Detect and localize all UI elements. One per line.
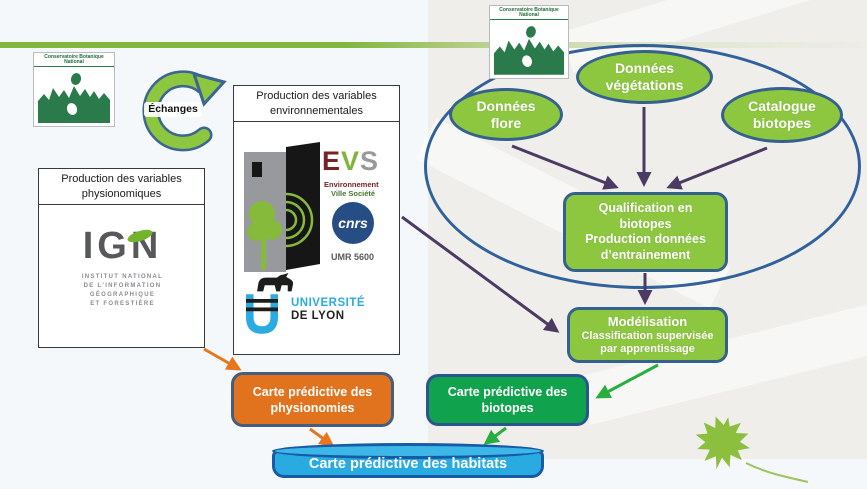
habitats-label: Carte prédictive des habitats (308, 456, 508, 472)
ign-logo: IGN INSTITUT NATIONAL DE L'INFORMATION G… (39, 227, 206, 309)
physionomies-line2: physionomies (270, 400, 355, 415)
qualification-line4: d’entrainement (600, 247, 691, 262)
catalogue-line2: biotopes (752, 115, 812, 131)
lyon-emblem-icon (246, 294, 278, 334)
qualification-line2: biotopes (619, 216, 672, 231)
ellipse-donnees-vegetations: Données végétations (576, 50, 713, 104)
evs-letter-s: S (360, 146, 380, 176)
qualification-box: Qualification en biotopes Production don… (563, 192, 728, 272)
accent-bar (0, 42, 867, 48)
data-sources-ellipse (424, 44, 861, 289)
physionomies-line1: Carte prédictive des (252, 384, 373, 399)
env-body-box: EVS Environnement Ville Société cnrs UMR… (233, 121, 400, 355)
carte-habitats-cylinder-top (272, 443, 544, 459)
lion-icon (257, 273, 294, 292)
evs-letter-v: V (341, 146, 361, 176)
flore-line2: flore (490, 114, 522, 131)
evs-letter-e: E (322, 146, 342, 176)
trees-icon (38, 73, 110, 123)
physio-body-box: IGN INSTITUT NATIONAL DE L'INFORMATION G… (38, 204, 205, 348)
ign-sub-line4: ET FORESTIÈRE (90, 301, 155, 307)
carte-physionomies-box: Carte prédictive des physionomies (231, 372, 394, 427)
modelisation-line1: Classification supervisée (581, 329, 714, 342)
env-header-box: Production des variables environnemental… (233, 85, 400, 122)
env-header-line2: environnementales (270, 105, 363, 117)
qualification-line3: Production données (585, 232, 706, 246)
exchange-label: Échanges (144, 102, 202, 117)
catalogue-line1: Catalogue (748, 98, 816, 114)
trees-icon (493, 26, 565, 75)
evs-sub1: Environnement (324, 180, 379, 189)
modelisation-box: Modélisation Classification supervisée p… (567, 307, 728, 363)
cbn-logo: Conservatoire Botanique National (489, 5, 569, 79)
lyon-line2: DE LYON (291, 310, 345, 322)
evs-sub2: Ville Société (331, 189, 376, 198)
cnrs-text: cnrs (338, 214, 368, 231)
modelisation-title: Modélisation (607, 313, 688, 329)
evs-wordmark: EVS (322, 148, 379, 175)
cbn-logo-title: Conservatoire Botanique National (490, 6, 568, 20)
cnrs-logo: cnrs (332, 202, 374, 244)
evs-block-icon (244, 142, 320, 272)
arrow-physionomies-to-habitats (309, 427, 335, 447)
lyon-line1: UNIVERSITÉ (291, 297, 366, 309)
leaf-icon (695, 416, 809, 483)
vegetations-line2: végétations (605, 77, 684, 93)
flore-line1: Données (476, 97, 536, 114)
modelisation-line2: par apprentissage (600, 343, 695, 355)
umr-label: UMR 5600 (331, 252, 375, 262)
cbn-logo-title: Conservatoire Botanique National (34, 53, 114, 67)
biotopes-line1: Carte prédictive des (447, 385, 568, 399)
carte-biotopes-box: Carte prédictive des biotopes (426, 374, 589, 426)
biotopes-line2: biotopes (481, 401, 534, 415)
ign-sub-line2: DE L'INFORMATION (83, 283, 162, 289)
ign-sub-line1: INSTITUT NATIONAL (81, 274, 164, 280)
qualification-line1: Qualification en (598, 201, 693, 215)
env-header-line1: Production des variables (256, 90, 377, 102)
cbn-logo: Conservatoire Botanique National (33, 52, 115, 127)
physio-header-box: Production des variables physionomiques (38, 168, 205, 205)
physio-header-line1: Production des variables (61, 173, 182, 185)
ellipse-donnees-flore: Données flore (449, 88, 563, 141)
ign-sub-line3: GÉOGRAPHIQUE (89, 292, 156, 298)
physio-header-line2: physionomiques (81, 188, 162, 200)
ellipse-catalogue-biotopes: Catalogue biotopes (721, 87, 843, 143)
vegetations-line1: Données (614, 60, 675, 76)
